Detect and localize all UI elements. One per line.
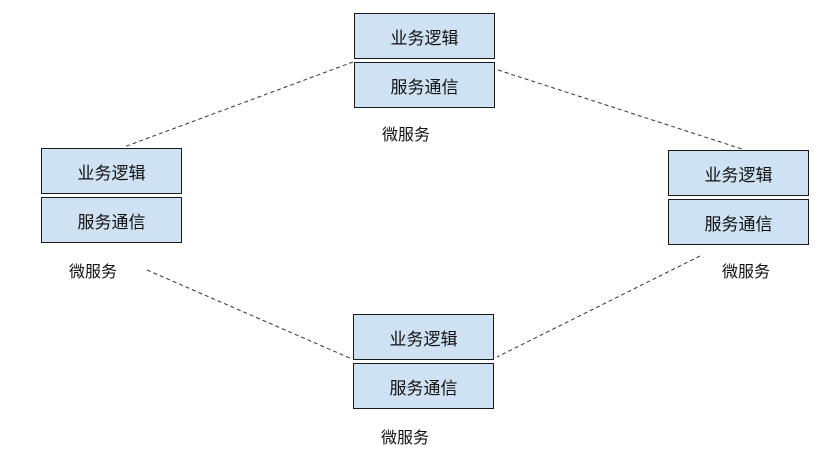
service-communication-box: 服务通信 <box>353 363 494 409</box>
microservice-caption: 微服务 <box>382 125 431 144</box>
service-communication-box: 服务通信 <box>354 62 495 108</box>
connector-left-bottom <box>146 269 353 360</box>
microservice-node-left: 业务逻辑 服务通信 微服务 <box>41 148 182 281</box>
connector-top-right <box>497 69 743 150</box>
microservice-caption: 微服务 <box>69 262 118 281</box>
connector-right-bottom <box>496 255 701 358</box>
business-logic-box: 业务逻辑 <box>668 150 809 196</box>
business-logic-box: 业务逻辑 <box>354 13 495 59</box>
service-communication-box: 服务通信 <box>668 199 809 245</box>
microservice-node-top: 业务逻辑 服务通信 微服务 <box>354 13 495 144</box>
microservice-node-bottom: 业务逻辑 服务通信 微服务 <box>353 314 494 447</box>
microservice-caption: 微服务 <box>722 262 771 281</box>
business-logic-box: 业务逻辑 <box>353 314 494 360</box>
connector-top-left <box>123 61 354 148</box>
microservice-node-right: 业务逻辑 服务通信 微服务 <box>668 150 809 281</box>
service-communication-box: 服务通信 <box>41 197 182 243</box>
business-logic-box: 业务逻辑 <box>41 148 182 194</box>
microservice-caption: 微服务 <box>381 428 430 447</box>
